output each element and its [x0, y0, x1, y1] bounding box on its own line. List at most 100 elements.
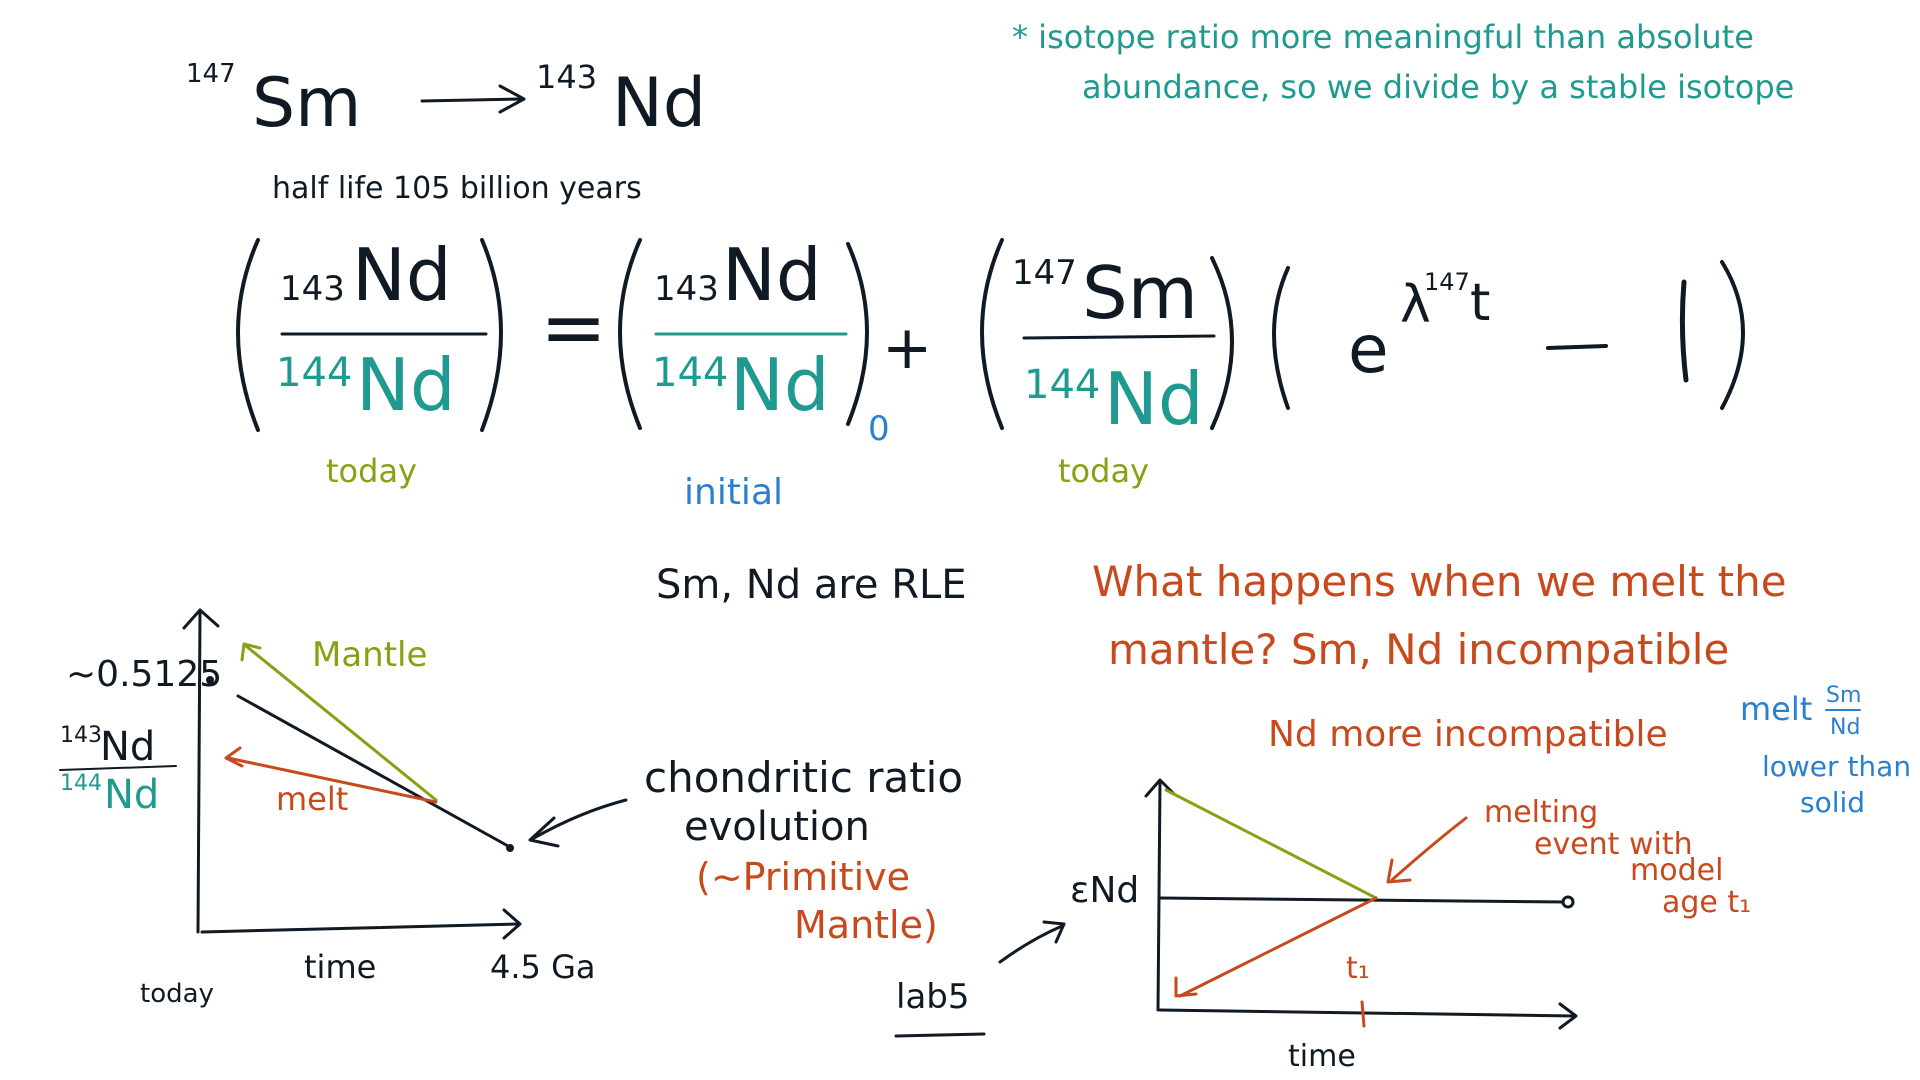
melting-event-line-4: age t₁ — [1662, 885, 1751, 920]
y-value-label: ~0.5125 — [66, 654, 222, 695]
denominator-isotope: Nd — [730, 343, 830, 427]
lab-label: lab5 — [896, 977, 970, 1017]
chondritic-reference-line — [1158, 896, 1568, 904]
mantle-label: Mantle — [312, 635, 427, 675]
numerator-mass: 143 — [654, 269, 719, 309]
mantle-line — [244, 644, 438, 802]
left-paren — [1272, 266, 1290, 410]
left-paren — [980, 238, 1004, 430]
sm-nd-isochron-equation: 143 Nd 144 Nd = 143 Nd 144 Nd 0 + 147 Sm… — [236, 233, 1745, 513]
half-life-text: half life 105 billion years — [272, 171, 642, 206]
parent-isotope: Sm — [252, 64, 361, 143]
melt-note-line-3: solid — [1800, 786, 1865, 819]
right-paren — [846, 242, 869, 426]
term-initial-ratio: 143 Nd 144 Nd 0 — [618, 233, 890, 449]
y-axis-label: εNd — [1070, 870, 1139, 911]
y-axis — [196, 610, 202, 934]
chondritic-pointer-arrowhead — [528, 816, 560, 848]
rle-note: Sm, Nd are RLE — [656, 562, 967, 608]
numerator-mass: 143 — [280, 269, 345, 309]
x-axis-end-label: 4.5 Ga — [490, 948, 595, 986]
x-axis-arrowhead — [502, 908, 522, 940]
y-axis-arrowhead — [182, 608, 220, 630]
equals-sign: = — [540, 281, 607, 374]
label-today-left: today — [326, 452, 417, 490]
left-paren — [618, 238, 642, 430]
daughter-mass-number: 143 — [536, 58, 597, 96]
y-axis-arrowhead — [1144, 778, 1176, 798]
melting-event-pointer-arrowhead — [1386, 858, 1412, 884]
x-axis — [200, 922, 520, 934]
melt-label: melt — [276, 780, 348, 818]
exponential-base: e — [1348, 311, 1389, 388]
present-day-point — [206, 676, 214, 684]
denominator-mass: 144 — [652, 350, 728, 396]
minus-sign — [1546, 344, 1608, 350]
y-axis — [1156, 780, 1162, 1012]
note-line-2: abundance, so we divide by a stable isot… — [1082, 68, 1794, 106]
initial-subscript: 0 — [868, 409, 890, 449]
parent-mass-number: 147 — [186, 59, 236, 89]
y-axis-numerator-mass: 143 — [60, 723, 102, 748]
melt-evolution-arrowhead — [1174, 976, 1198, 998]
right-paren — [480, 238, 503, 432]
y-axis-numerator: Nd — [100, 724, 155, 770]
y-axis-denominator: Nd — [104, 772, 159, 818]
melt-note-prefix: melt — [1740, 690, 1812, 728]
x-axis-label: time — [1288, 1039, 1356, 1074]
note-line-1: * isotope ratio more meaningful than abs… — [1012, 18, 1754, 56]
lab-pointer-arrow — [998, 924, 1064, 964]
decay-arrow — [420, 84, 526, 114]
melting-question: What happens when we melt the mantle? Sm… — [1092, 557, 1787, 755]
reference-line-end-point — [1561, 895, 1575, 909]
melt-note-fraction-top: Sm — [1826, 683, 1861, 708]
term-today-ratio: 143 Nd 144 Nd — [236, 233, 503, 432]
question-line-2: mantle? Sm, Nd incompatible — [1108, 625, 1729, 674]
question-line-1: What happens when we melt the — [1092, 557, 1787, 606]
primitive-mantle-line-1: (~Primitive — [696, 855, 910, 899]
term-sm-nd-ratio: 147 Sm 144 Nd — [980, 238, 1234, 441]
x-axis-start-label: today — [140, 979, 214, 1009]
x-axis-label: time — [304, 948, 376, 986]
melt-note-line-2: lower than — [1762, 750, 1911, 783]
denominator-mass: 144 — [1024, 362, 1100, 408]
numerator-isotope: Nd — [722, 233, 822, 317]
x-axis — [1158, 1008, 1576, 1018]
melt-ratio-note: melt Sm Nd lower than solid — [1740, 683, 1911, 819]
melt-evolution-line — [1178, 896, 1378, 998]
isotope-ratio-note: * isotope ratio more meaningful than abs… — [1012, 18, 1794, 106]
mantle-evolution-line — [1164, 788, 1378, 900]
y-axis-fraction-bar — [59, 765, 177, 771]
chondritic-line — [236, 694, 510, 848]
plus-sign: + — [882, 313, 932, 383]
denominator-isotope: Nd — [1104, 357, 1204, 441]
melt-arrowhead — [224, 746, 244, 768]
chondritic-start-point — [506, 844, 514, 852]
melting-event-line-2: event with — [1534, 827, 1693, 862]
numerator-isotope: Sm — [1082, 251, 1198, 335]
t1-tick — [1360, 1000, 1366, 1028]
lab-label-underline — [894, 1032, 986, 1038]
primitive-mantle-line-2: Mantle) — [794, 903, 938, 947]
left-paren — [236, 238, 260, 432]
question-line-3: Nd more incompatible — [1268, 714, 1668, 755]
nd-ratio-graph: ~0.5125 143 Nd 144 Nd Mantle melt time 4… — [59, 608, 963, 1009]
denominator-mass: 144 — [276, 350, 352, 396]
numerator-mass: 147 — [1012, 253, 1077, 293]
melting-event-line-1: melting — [1484, 795, 1598, 830]
label-today-right: today — [1058, 452, 1149, 490]
right-paren — [1720, 260, 1745, 410]
epsilon-nd-graph: εNd t₁ time melting event with model age… — [894, 778, 1751, 1074]
t1-label: t₁ — [1346, 951, 1370, 986]
fraction-bar — [1022, 334, 1216, 340]
label-initial: initial — [684, 472, 783, 513]
decay-constant-mass: 147 — [1424, 268, 1470, 296]
time-variable: t — [1470, 273, 1490, 333]
daughter-isotope: Nd — [612, 64, 706, 143]
lab-pointer-arrowhead — [1042, 920, 1066, 944]
term-exponential: e λ 147 t — [1272, 260, 1745, 410]
melt-line — [226, 756, 438, 804]
melt-note-fraction-bottom: Nd — [1830, 715, 1860, 740]
decay-constant: λ — [1400, 275, 1431, 335]
